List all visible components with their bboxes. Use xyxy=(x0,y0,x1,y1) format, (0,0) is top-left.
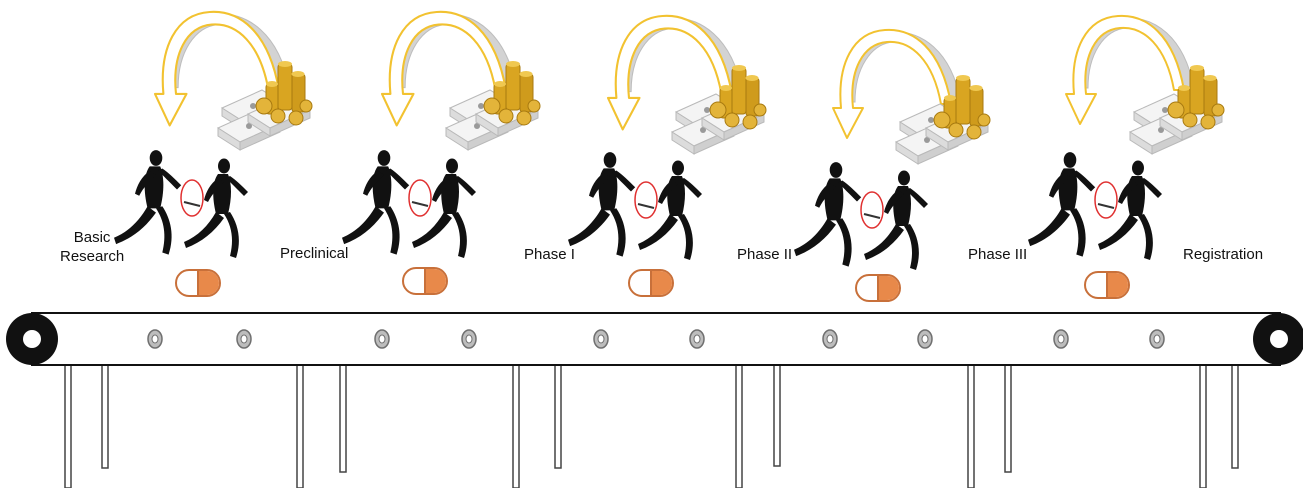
stage-label-basic-research: Basic Research xyxy=(60,228,124,266)
stage-label-preclinical: Preclinical xyxy=(280,244,348,263)
money-arrow-icon xyxy=(380,10,541,151)
pill-capsule-icon xyxy=(628,269,674,297)
stage-label-phase-3: Phase III xyxy=(968,245,1027,264)
stage-label-line-1: Phase III xyxy=(968,246,1028,263)
relay-runners-icon xyxy=(1028,152,1162,260)
stage-label-line-1: Preclinical xyxy=(280,245,349,262)
stage-label-line-1: Phase I xyxy=(524,246,575,263)
stage-label-line-1: Registration xyxy=(1183,246,1264,263)
money-arrow-icon xyxy=(153,10,313,151)
stage-label-line-1: Phase II xyxy=(737,246,793,263)
pill-capsule-icon xyxy=(1084,271,1130,299)
money-arrow-icon xyxy=(606,14,767,155)
stage-label-line-1: Basic xyxy=(73,229,111,246)
relay-runners-icon xyxy=(794,162,928,270)
conveyor-belt-icon xyxy=(6,312,1303,488)
relay-runners-icon xyxy=(568,152,702,260)
handoff-4 xyxy=(794,28,991,302)
handoff-2 xyxy=(342,10,541,295)
stage-label-phase-2: Phase II xyxy=(737,245,792,264)
relay-runners-icon xyxy=(114,150,248,258)
pill-capsule-icon xyxy=(175,269,221,297)
money-arrow-icon xyxy=(832,28,991,165)
pill-capsule-icon xyxy=(855,274,901,302)
stage-label-line-2: Research xyxy=(60,248,125,265)
relay-runners-icon xyxy=(342,150,476,258)
stage-label-registration: Registration xyxy=(1183,245,1263,264)
money-arrow-icon xyxy=(1065,14,1225,155)
stage-label-phase-1: Phase I xyxy=(524,245,575,264)
pill-capsule-icon xyxy=(402,267,448,295)
